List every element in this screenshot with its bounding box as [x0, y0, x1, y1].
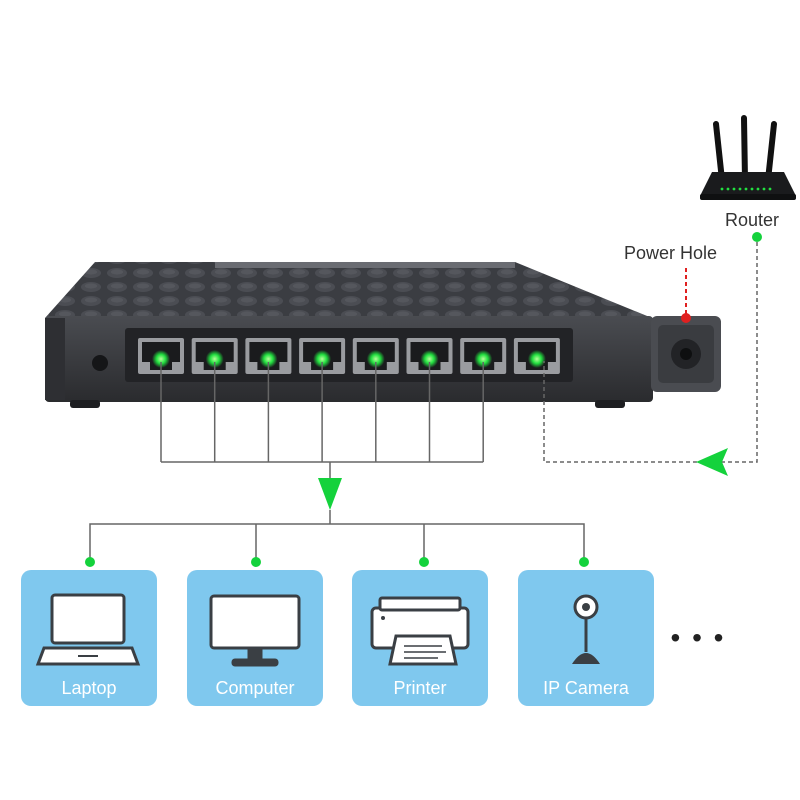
- switch-foot-right: [595, 400, 625, 408]
- ethernet-port: [352, 338, 399, 374]
- router-label: Router: [725, 210, 779, 230]
- ethernet-ports: [138, 338, 560, 374]
- ethernet-port: [460, 338, 507, 374]
- port-led-icon: [474, 350, 493, 368]
- switch-left-edge: [45, 318, 65, 400]
- router-connector-dot: [752, 232, 762, 242]
- device-label-ip-camera: IP Camera: [543, 678, 630, 698]
- power-jack: [651, 316, 721, 392]
- power-hole-marker: [681, 313, 691, 323]
- bus-dot-ip-camera: [579, 557, 589, 567]
- port-led-icon: [205, 350, 224, 368]
- bus-dot-printer: [419, 557, 429, 567]
- switch-label-strip: [215, 262, 515, 268]
- ethernet-port: [299, 338, 346, 374]
- router-uplink-cable: [543, 242, 758, 463]
- port-led-icon: [313, 350, 332, 368]
- ethernet-port: [406, 338, 453, 374]
- distribution-arrow-icon: [318, 478, 342, 510]
- switch-foot-left: [70, 400, 100, 408]
- device-card-ip-camera: IP Camera: [518, 570, 654, 706]
- ethernet-port: [191, 338, 238, 374]
- laptop-icon: [35, 593, 141, 666]
- bus-dot-computer: [251, 557, 261, 567]
- device-card-computer: Computer: [187, 570, 323, 706]
- bus-dot-laptop: [85, 557, 95, 567]
- printer-icon: [370, 596, 470, 666]
- device-card-printer: Printer: [352, 570, 488, 706]
- uplink-arrow-icon: [696, 448, 728, 476]
- switch-top: [45, 262, 652, 318]
- port-led-icon: [259, 350, 278, 368]
- power-hole-label: Power Hole: [624, 243, 717, 263]
- ethernet-port: [513, 338, 560, 374]
- router-icon: [700, 115, 796, 200]
- device-card-laptop: Laptop: [21, 570, 157, 706]
- computer-icon: [209, 594, 301, 667]
- device-label-printer: Printer: [393, 678, 446, 698]
- more-devices-ellipsis: • • •: [671, 622, 726, 653]
- ip-camera-icon: [572, 594, 600, 664]
- device-label-computer: Computer: [215, 678, 294, 698]
- network-switch: [45, 262, 653, 408]
- switch-reset-hole: [92, 355, 108, 371]
- port-led-icon: [152, 350, 170, 368]
- device-bus: [89, 523, 585, 560]
- port-led-icon: [420, 350, 439, 368]
- port-led-icon: [527, 350, 546, 368]
- ethernet-port: [138, 338, 184, 374]
- port-led-icon: [366, 350, 385, 368]
- device-label-laptop: Laptop: [61, 678, 116, 698]
- ethernet-port: [245, 338, 292, 374]
- port-wires: [160, 362, 484, 463]
